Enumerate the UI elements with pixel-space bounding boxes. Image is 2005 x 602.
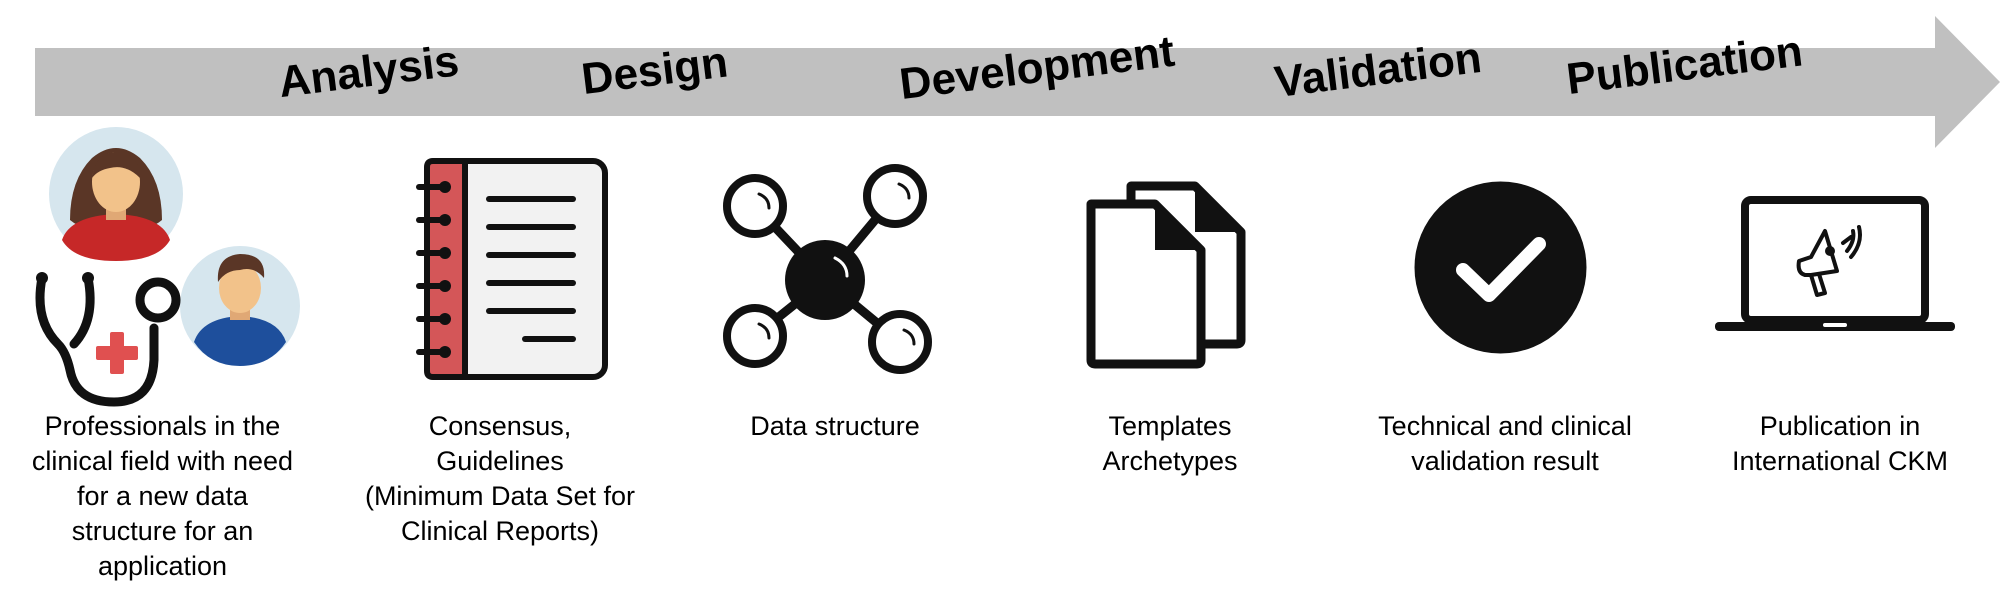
caption-line: International CKM: [1731, 446, 1949, 476]
caption-line: clinical field with need: [31, 446, 294, 476]
caption-line: structure for an: [71, 516, 254, 546]
caption-publication: Publication in International CKM: [1690, 409, 1990, 479]
laptop-megaphone-icon: [1715, 196, 1955, 331]
caption-data-structure: Data structure: [700, 409, 970, 444]
caption-line: validation result: [1411, 446, 1599, 476]
caption-validation: Technical and clinical validation result: [1340, 409, 1670, 479]
caption-line: (Minimum Data Set for: [364, 481, 636, 511]
caption-line: Archetypes: [1102, 446, 1238, 476]
caption-line: Publication in: [1759, 411, 1921, 441]
caption-line: Professionals in the: [44, 411, 281, 441]
caption-templates: Templates Archetypes: [1045, 409, 1295, 479]
caption-line: Templates: [1108, 411, 1232, 441]
documents-icon: [1086, 181, 1246, 369]
notebook-icon: [416, 158, 608, 380]
caption-line: Data structure: [750, 411, 920, 441]
caption-line: Consensus,: [428, 411, 572, 441]
caption-professionals: Professionals in the clinical field with…: [5, 409, 320, 584]
caption-line: Technical and clinical: [1378, 411, 1632, 441]
stethoscope-icon: [35, 273, 181, 407]
clinicians-stethoscope-icon: [35, 127, 300, 407]
female-avatar-icon: [49, 127, 183, 261]
medical-cross-icon: [96, 332, 138, 374]
male-avatar-icon: [180, 246, 300, 366]
caption-line: Clinical Reports): [400, 516, 600, 546]
network-nodes-icon: [723, 164, 932, 374]
caption-consensus: Consensus, Guidelines (Minimum Data Set …: [340, 409, 660, 549]
caption-line: application: [97, 551, 228, 581]
caption-line: for a new data: [76, 481, 249, 511]
checkmark-circle-icon: [1414, 181, 1587, 354]
caption-line: Guidelines: [436, 446, 564, 476]
